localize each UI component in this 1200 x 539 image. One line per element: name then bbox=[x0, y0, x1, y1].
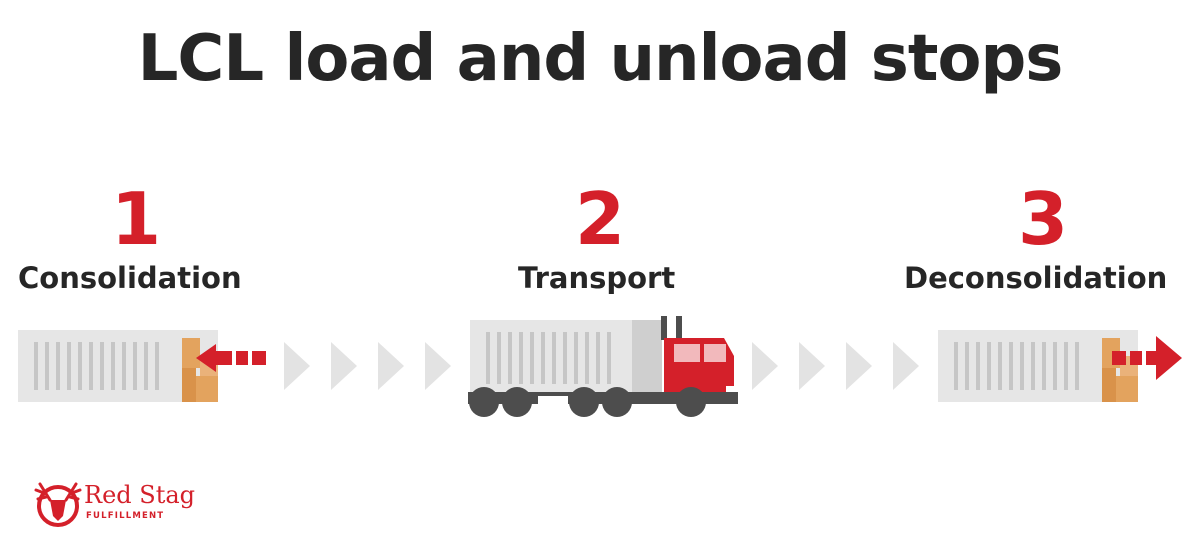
chevron-right-icon bbox=[425, 342, 451, 390]
container-icon bbox=[18, 330, 218, 402]
chevron-right-icon bbox=[331, 342, 357, 390]
step-2-label: Transport bbox=[518, 261, 676, 295]
chevron-right-icon bbox=[284, 342, 310, 390]
step-1-label: Consolidation bbox=[18, 261, 242, 295]
arrow-left-icon bbox=[196, 344, 266, 372]
chevron-right-icon bbox=[799, 342, 825, 390]
stag-head-icon bbox=[34, 482, 82, 527]
logo-name: Red Stag bbox=[84, 481, 196, 509]
chevron-right-icon bbox=[378, 342, 404, 390]
logo-subtitle: FULFILLMENT bbox=[86, 511, 165, 521]
truck-icon bbox=[468, 316, 738, 417]
chevron-right-icon bbox=[893, 342, 919, 390]
chevron-right-icon bbox=[752, 342, 778, 390]
chevron-right-icon bbox=[846, 342, 872, 390]
step-3-number: 3 bbox=[1017, 177, 1069, 261]
container-icon bbox=[938, 330, 1138, 402]
page-title: LCL load and unload stops bbox=[137, 22, 1064, 96]
arrow-right-icon bbox=[1112, 336, 1182, 380]
step-2-number: 2 bbox=[574, 177, 626, 261]
step-3-label: Deconsolidation bbox=[904, 261, 1168, 295]
step-1-number: 1 bbox=[110, 177, 162, 261]
